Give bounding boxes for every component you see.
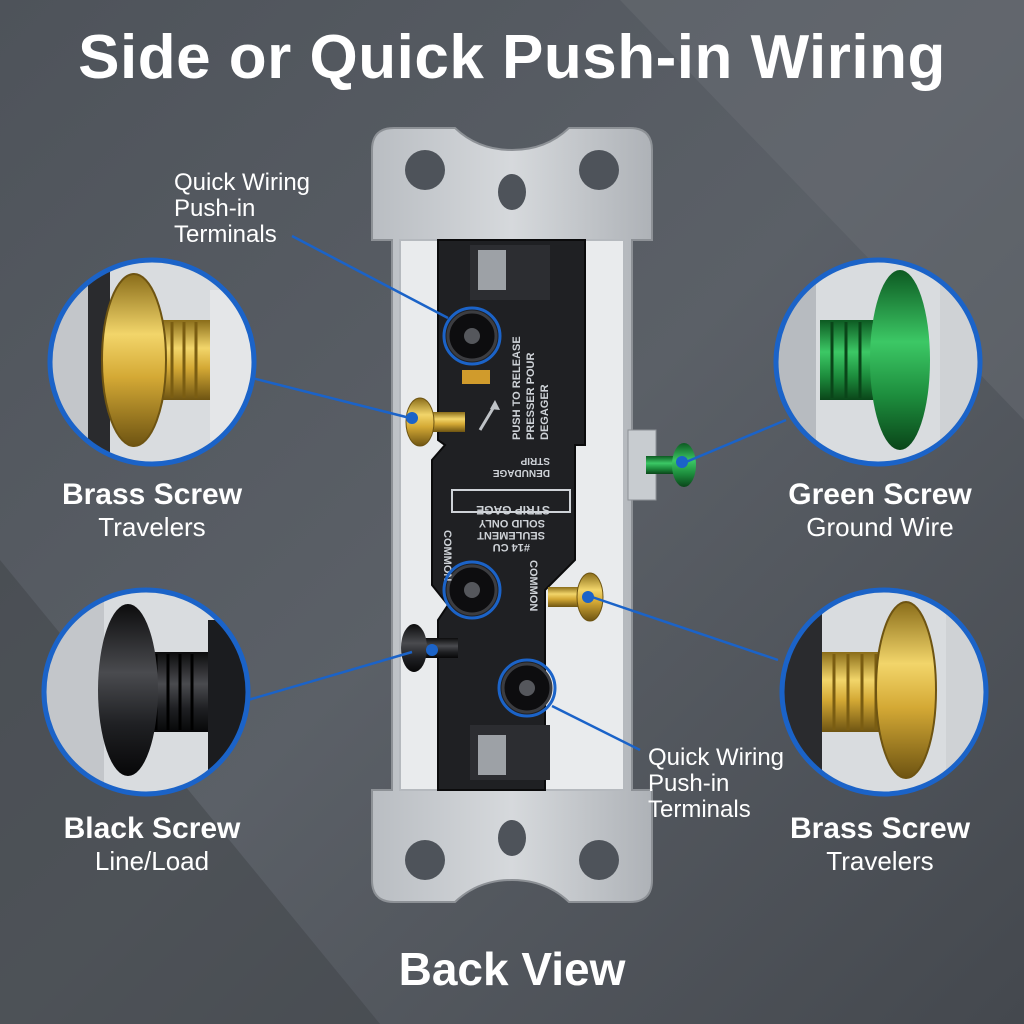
label-subtitle: Ground Wire xyxy=(806,512,954,542)
callout-line-3: Terminals xyxy=(648,796,751,823)
label-title: Brass Screw xyxy=(61,478,243,511)
green-screw-small xyxy=(627,429,696,501)
zoom-black-screw-left xyxy=(41,587,251,797)
gage-text-3: SEULEMENT xyxy=(477,529,545,541)
callout-dot xyxy=(582,591,594,603)
footer-caption: Back View xyxy=(398,943,626,995)
callout-line-3: Terminals xyxy=(174,221,277,248)
callout-line-1: Quick Wiring xyxy=(648,744,785,771)
strip-text-2: DENUDAGE xyxy=(492,467,550,478)
push-in-terminal xyxy=(446,310,498,362)
push-release-text-2: PRESSER POUR xyxy=(525,353,537,440)
label-black-screw-left: Black Screw Line/Load xyxy=(22,812,282,876)
label-title: Green Screw xyxy=(788,478,972,511)
callout-rings xyxy=(442,306,557,718)
zoom-brass-screw-right xyxy=(779,587,989,797)
label-brass-screw-right: Brass Screw Travelers xyxy=(748,812,1012,876)
callout-push-in-bottom: Quick Wiring Push-in Terminals xyxy=(648,745,784,823)
callout-push-in-top: Quick Wiring Push-in Terminals xyxy=(174,170,310,248)
push-release-text-3: DEGAGER xyxy=(539,384,551,440)
callout-line-2: Push-in xyxy=(648,770,730,797)
gage-text-4: #14 CU xyxy=(493,541,530,553)
label-green-screw: Green Screw Ground Wire xyxy=(748,478,1012,542)
common-label-left: COMMON xyxy=(441,530,453,581)
page-title: Side or Quick Push-in Wiring xyxy=(78,23,946,92)
label-subtitle: Travelers xyxy=(826,846,934,876)
gage-text-2: SOLID ONLY xyxy=(478,517,545,529)
common-label-right: COMMON xyxy=(527,560,539,611)
strip-text-1: STRIP xyxy=(520,455,550,466)
callout-dot xyxy=(676,456,688,468)
label-title: Brass Screw xyxy=(789,812,971,845)
callout-dot xyxy=(426,644,438,656)
push-in-terminal xyxy=(501,662,553,714)
switch-body xyxy=(431,239,586,791)
brass-screw-small-left xyxy=(405,397,465,447)
zoom-green-screw xyxy=(773,257,983,467)
push-release-text-1: PUSH TO RELEASE xyxy=(511,336,523,440)
callout-lines xyxy=(247,234,787,752)
gage-text-1: STRIP GAGE xyxy=(476,503,550,517)
label-subtitle: Travelers xyxy=(98,512,206,542)
callout-line-1: Quick Wiring xyxy=(174,169,311,196)
label-brass-screw-left: Brass Screw Travelers xyxy=(22,478,282,542)
label-subtitle: Line/Load xyxy=(94,846,210,876)
brass-screw-small-right xyxy=(548,572,604,622)
push-in-terminal xyxy=(446,564,498,616)
label-title: Black Screw xyxy=(63,812,241,845)
zoom-brass-screw-left xyxy=(47,257,257,467)
callout-dot xyxy=(406,412,418,424)
callout-line-2: Push-in xyxy=(174,195,256,222)
